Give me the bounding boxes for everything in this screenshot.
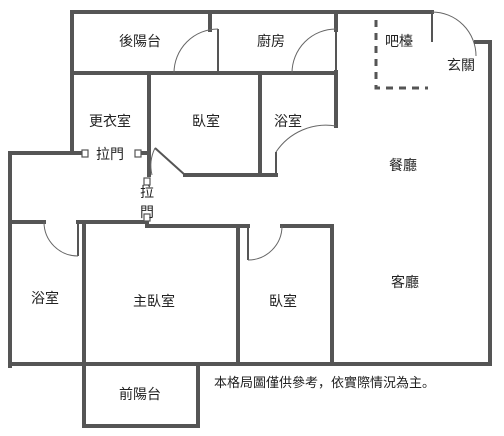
bar-counter-outline: [374, 20, 428, 90]
room-label-rear-balcony: 後陽台: [119, 34, 161, 50]
room-label-front-balcony: 前陽台: [119, 387, 161, 403]
room-label-kitchen: 廚房: [257, 34, 285, 50]
sliding-door-markers: [81, 149, 151, 222]
room-label-bedroom-north: 臥室: [192, 114, 220, 130]
room-label-walk-in-closet: 更衣室: [89, 114, 131, 130]
door-arc-entrance: [431, 11, 477, 57]
sliding-door-marker-right: [134, 149, 142, 158]
sliding-door-marker-hall-top: [143, 177, 151, 186]
room-label-bathroom-south: 浴室: [31, 291, 59, 307]
door-arc-balcony: [173, 28, 219, 74]
door-arc-bath-south: [43, 221, 79, 257]
disclaimer-note: 本格局圖僅供參考，依實際情況為主。: [214, 376, 436, 391]
sliding-door-marker-hall-bottom: [143, 213, 151, 222]
walls: [8, 10, 492, 428]
door-leaf-bedroom-north: [154, 147, 186, 176]
room-label-master-bedroom: 主臥室: [133, 294, 175, 310]
room-label-bar-counter: 吧檯: [385, 34, 413, 50]
sliding-door-label-closet: 拉門: [96, 147, 124, 163]
doors: [43, 11, 492, 261]
sliding-door-label-hall: 拉 門: [140, 185, 154, 221]
room-label-entrance: 玄關: [447, 58, 475, 74]
sliding-door-marker-left: [81, 149, 89, 158]
room-label-living-room: 客廳: [391, 275, 419, 291]
door-arc-bedroom-north: [150, 147, 156, 176]
door-arc-bedroom-south: [247, 225, 283, 261]
door-arc-kitchen: [291, 28, 337, 74]
door-arc-bath-north: [275, 124, 337, 153]
room-label-dining-room: 餐廳: [389, 158, 417, 174]
room-label-bedroom-south: 臥室: [269, 294, 297, 310]
room-label-bathroom-north: 浴室: [274, 114, 302, 130]
